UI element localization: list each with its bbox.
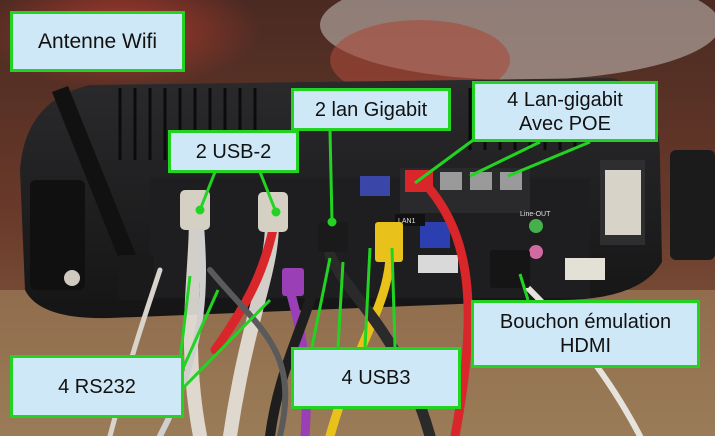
- lan1-text: LAN1: [398, 218, 416, 225]
- label-hdmi-dummy: Bouchon émulation HDMI: [471, 300, 700, 368]
- label-usb2: 2 USB-2: [168, 130, 299, 173]
- wifi-antenna: [52, 86, 154, 300]
- callout-arrows: [178, 129, 591, 390]
- label-4-lan-gigabit-poe: 4 Lan-gigabit Avec POE: [472, 81, 658, 142]
- line-out-text: Line-OUT: [520, 211, 551, 218]
- label-rs232: 4 RS232: [10, 355, 184, 418]
- label-usb3: 4 USB3: [291, 347, 461, 409]
- label-2-lan-gigabit: 2 lan Gigabit: [291, 88, 451, 131]
- label-antenne-wifi: Antenne Wifi: [10, 11, 185, 72]
